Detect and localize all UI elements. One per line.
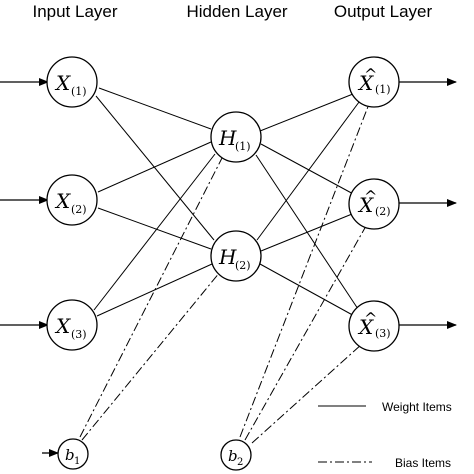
- weight-h2-o2: [260, 211, 358, 252]
- weight-x2-h2: [97, 207, 212, 250]
- weight-x2-h1: [97, 141, 212, 193]
- node-b1: b 1: [57, 438, 89, 470]
- node-b2-sub: 2: [237, 457, 243, 468]
- node-x2: X (2): [46, 174, 98, 226]
- bias-b2-o3: [251, 343, 363, 444]
- node-o3-var: X: [357, 315, 374, 339]
- node-x2-var: X: [54, 189, 71, 213]
- node-x2-sub: (2): [71, 203, 87, 216]
- weight-x3-h2: [96, 263, 213, 317]
- node-x1: X (1): [46, 56, 98, 108]
- legend-weight-label: Weight Items: [382, 400, 452, 414]
- node-o1: ^ X (1): [348, 56, 400, 108]
- output-layer-title: Output Layer: [334, 2, 433, 21]
- node-b2-var: b: [228, 447, 238, 465]
- weight-x1-h1: [98, 87, 212, 130]
- node-h2-var: H: [218, 245, 237, 269]
- legend-bias-label: Bias Items: [395, 456, 451, 470]
- input-layer-title: Input Layer: [32, 2, 117, 21]
- node-o1-var: X: [357, 71, 374, 95]
- node-h1-var: H: [218, 126, 237, 150]
- node-x3: X (3): [46, 299, 98, 351]
- node-h1-sub: (1): [235, 140, 251, 153]
- node-o1-hat: ^: [364, 65, 377, 84]
- weight-h2-o3: [259, 263, 359, 319]
- node-b2: b 2: [220, 439, 252, 471]
- node-o3-sub: (3): [375, 327, 391, 340]
- node-o3-hat: ^: [364, 309, 377, 328]
- node-b1-var: b: [65, 446, 75, 464]
- bias-b2-o2: [244, 225, 367, 441]
- node-h2: H (2): [210, 230, 262, 282]
- weight-h2-o1: [256, 97, 363, 241]
- weight-x1-h2: [95, 95, 215, 241]
- node-o2-sub: (2): [375, 205, 391, 218]
- node-b1-sub: 1: [74, 456, 80, 467]
- legend: Weight Items Bias Items: [318, 400, 452, 470]
- node-x3-var: X: [54, 314, 71, 338]
- bias-b1-h1: [79, 157, 223, 438]
- node-x3-sub: (3): [71, 328, 87, 341]
- node-x1-var: X: [54, 71, 71, 95]
- node-o3: ^ X (3): [348, 300, 400, 352]
- weight-x3-h1: [93, 153, 216, 311]
- node-o2: ^ X (2): [348, 178, 400, 230]
- node-o2-hat: ^: [364, 187, 377, 206]
- hidden-layer-title: Hidden Layer: [186, 2, 287, 21]
- node-o1-sub: (1): [375, 83, 391, 96]
- node-o2-var: X: [357, 193, 374, 217]
- node-h2-sub: (2): [235, 259, 251, 272]
- bias-b2-o1: [239, 103, 370, 438]
- node-h1: H (1): [210, 111, 262, 163]
- bias-b1-h2: [81, 271, 221, 441]
- weight-h1-o3: [255, 154, 361, 313]
- weight-h1-o1: [259, 91, 359, 132]
- node-x1-sub: (1): [71, 85, 87, 98]
